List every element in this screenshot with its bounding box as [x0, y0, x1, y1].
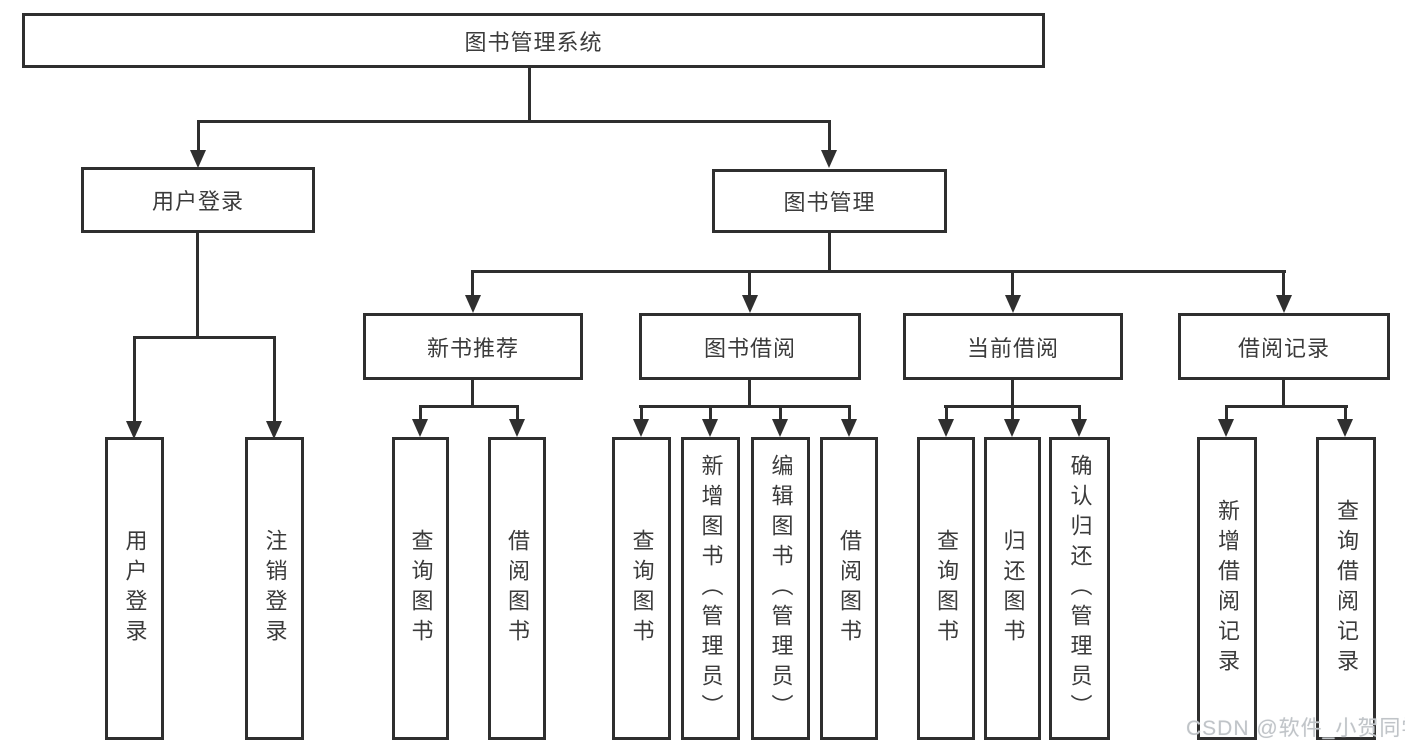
connector-line	[471, 380, 474, 408]
arrowhead-down-icon	[126, 421, 142, 439]
leaf-query-book-recommend: 查询图书	[392, 437, 449, 740]
leaf-logout: 注销登录	[245, 437, 304, 740]
connector-line	[748, 380, 751, 408]
connector-line	[196, 233, 199, 339]
node-book-management: 图书管理	[712, 169, 947, 233]
connector-line	[639, 405, 851, 408]
connector-line	[528, 68, 531, 123]
connector-line	[273, 336, 276, 424]
node-current-borrow-label: 当前借阅	[966, 335, 1059, 361]
arrowhead-down-icon	[702, 419, 718, 437]
connector-line	[1011, 405, 1014, 424]
connector-line	[640, 405, 643, 424]
node-new-book-recommend-label: 新书推荐	[426, 335, 519, 361]
node-root-label: 图书管理系统	[464, 29, 603, 55]
arrowhead-down-icon	[190, 150, 206, 168]
connector-line	[419, 405, 422, 424]
connector-line	[779, 405, 782, 424]
leaf-query-book-recommend-label: 查询图书	[408, 528, 434, 649]
connector-line	[1011, 380, 1014, 408]
leaf-confirm-return-admin-label: 确认归还（管理员）	[1067, 453, 1093, 724]
connector-line	[471, 270, 1286, 273]
arrowhead-down-icon	[841, 419, 857, 437]
connector-line	[828, 233, 831, 273]
arrowhead-down-icon	[1004, 419, 1020, 437]
csdn-watermark: CSDN @软件_小贺同学	[1186, 717, 1405, 740]
arrowhead-down-icon	[412, 419, 428, 437]
leaf-query-borrow-record: 查询借阅记录	[1316, 437, 1376, 740]
leaf-add-borrow-record-label: 新增借阅记录	[1215, 498, 1240, 679]
arrowhead-down-icon	[742, 295, 758, 313]
node-borrow-records-label: 借阅记录	[1237, 335, 1330, 361]
leaf-query-book-current: 查询图书	[917, 437, 975, 740]
connector-line	[1282, 380, 1285, 408]
leaf-borrow-book-recommend: 借阅图书	[488, 437, 546, 740]
connector-line	[1078, 405, 1081, 424]
arrowhead-down-icon	[509, 419, 525, 437]
connector-line	[516, 405, 519, 424]
leaf-add-book-admin-label: 新增图书（管理员）	[698, 453, 724, 724]
arrowhead-down-icon	[1005, 295, 1021, 313]
connector-line	[197, 120, 200, 152]
connector-line	[945, 405, 948, 424]
arrowhead-down-icon	[938, 419, 954, 437]
leaf-return-book: 归还图书	[984, 437, 1041, 740]
connector-line	[197, 120, 831, 123]
leaf-return-book-label: 归还图书	[1000, 528, 1026, 649]
arrowhead-down-icon	[1218, 419, 1234, 437]
node-book-borrow-label: 图书借阅	[703, 335, 796, 361]
leaf-add-borrow-record: 新增借阅记录	[1197, 437, 1257, 740]
connector-line	[1282, 270, 1285, 298]
node-borrow-records: 借阅记录	[1178, 313, 1390, 380]
connector-line	[748, 270, 751, 298]
leaf-borrow-book: 借阅图书	[820, 437, 878, 740]
connector-line	[828, 120, 831, 152]
leaf-query-book-borrow: 查询图书	[612, 437, 671, 740]
connector-line	[471, 270, 474, 298]
connector-line	[709, 405, 712, 424]
arrowhead-down-icon	[633, 419, 649, 437]
connector-line	[419, 405, 519, 408]
node-user-login-label: 用户登录	[151, 189, 244, 214]
connector-line	[133, 336, 276, 339]
leaf-query-borrow-record-label: 查询借阅记录	[1334, 498, 1359, 679]
arrowhead-down-icon	[821, 150, 837, 168]
node-new-book-recommend: 新书推荐	[363, 313, 583, 380]
leaf-query-book-borrow-label: 查询图书	[629, 528, 655, 649]
leaf-borrow-book-label: 借阅图书	[837, 528, 862, 649]
node-user-login: 用户登录	[81, 167, 315, 233]
node-book-management-label: 图书管理	[783, 190, 876, 215]
connector-line	[1225, 405, 1348, 408]
arrowhead-down-icon	[465, 295, 481, 313]
leaf-query-book-current-label: 查询图书	[934, 528, 959, 649]
leaf-logout-label: 注销登录	[262, 528, 288, 649]
leaf-edit-book-admin-label: 编辑图书（管理员）	[768, 453, 794, 724]
leaf-confirm-return-admin: 确认归还（管理员）	[1049, 437, 1110, 740]
connector-line	[848, 405, 851, 424]
arrowhead-down-icon	[1071, 419, 1087, 437]
connector-line	[1225, 405, 1228, 424]
leaf-edit-book-admin: 编辑图书（管理员）	[751, 437, 810, 740]
leaf-borrow-book-recommend-label: 借阅图书	[505, 528, 530, 649]
connector-line	[133, 336, 136, 424]
arrowhead-down-icon	[266, 421, 282, 439]
arrowhead-down-icon	[772, 419, 788, 437]
node-book-borrow: 图书借阅	[639, 313, 861, 380]
arrowhead-down-icon	[1337, 419, 1353, 437]
connector-line	[1344, 405, 1347, 424]
leaf-user-login-label: 用户登录	[122, 528, 148, 649]
node-root: 图书管理系统	[22, 13, 1045, 68]
node-current-borrow: 当前借阅	[903, 313, 1123, 380]
leaf-user-login: 用户登录	[105, 437, 164, 740]
arrowhead-down-icon	[1276, 295, 1292, 313]
leaf-add-book-admin: 新增图书（管理员）	[681, 437, 740, 740]
connector-line	[1011, 270, 1014, 298]
